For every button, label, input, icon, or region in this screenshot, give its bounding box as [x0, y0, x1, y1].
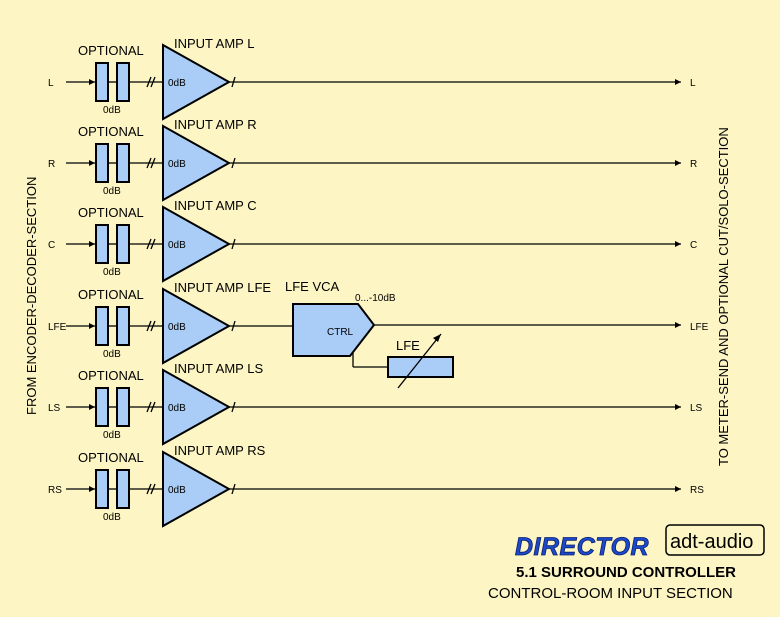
capacitor-plate-right	[116, 224, 130, 264]
amp-gain: 0dB	[168, 403, 186, 414]
capacitor-gain: 0dB	[103, 105, 121, 116]
capacitor-gain: 0dB	[103, 512, 121, 523]
amp-title: INPUT AMP LS	[174, 361, 263, 376]
amp-gain: 0dB	[168, 485, 186, 496]
optional-label: OPTIONAL	[78, 450, 144, 465]
amp-title: INPUT AMP R	[174, 117, 257, 132]
amp-title: INPUT AMP L	[174, 36, 254, 51]
pot-label: LFE	[396, 338, 420, 353]
pot-arrow-head	[433, 334, 441, 342]
output-label: RS	[690, 485, 704, 496]
lfe-potentiometer	[387, 356, 454, 378]
output-label: LS	[690, 403, 703, 414]
channel-row: LFE OPTIONAL 0dB INPUT AMP LFE 0dB LFE	[48, 280, 709, 365]
input-amplifier	[162, 450, 232, 528]
input-label: RS	[48, 485, 62, 496]
capacitor-gain: 0dB	[103, 186, 121, 197]
input-label: L	[48, 78, 54, 89]
pot-adjust-arrow	[397, 333, 442, 389]
optional-label: OPTIONAL	[78, 124, 144, 139]
section-title: CONTROL-ROOM INPUT SECTION	[488, 585, 733, 602]
input-amplifier	[162, 205, 232, 283]
channel-row: L OPTIONAL 0dB INPUT AMP L 0dB L	[48, 36, 696, 121]
capacitor-gain: 0dB	[103, 430, 121, 441]
channel-row: R OPTIONAL 0dB INPUT AMP R 0dB R	[48, 117, 697, 202]
optional-label: OPTIONAL	[78, 287, 144, 302]
vca-block	[292, 303, 376, 357]
output-label: C	[690, 240, 697, 251]
bus-slash	[150, 483, 156, 495]
product-subtitle: 5.1 SURROUND CONTROLLER	[516, 564, 736, 581]
branding: DIRECTOR adt-audio 5.1 SURROUND CONTROLL…	[488, 524, 765, 602]
capacitor-plate-left	[95, 143, 109, 183]
capacitor-plate-right	[116, 143, 130, 183]
channel-rows: L OPTIONAL 0dB INPUT AMP L 0dB L R OPTIONAL 0dB I…	[48, 36, 709, 528]
capacitor-plate-left	[95, 469, 109, 509]
bus-slash	[150, 157, 156, 169]
optional-label: OPTIONAL	[78, 205, 144, 220]
input-label: LS	[48, 403, 61, 414]
input-amplifier	[162, 43, 232, 121]
input-label: C	[48, 240, 55, 251]
optional-label: OPTIONAL	[78, 368, 144, 383]
optional-label: OPTIONAL	[78, 43, 144, 58]
input-amplifier	[162, 287, 232, 365]
vca-range: 0...-10dB	[355, 293, 396, 304]
channel-row: C OPTIONAL 0dB INPUT AMP C 0dB C	[48, 198, 697, 283]
amp-title: INPUT AMP RS	[174, 443, 266, 458]
capacitor-plate-left	[95, 387, 109, 427]
amp-gain: 0dB	[168, 78, 186, 89]
amp-gain: 0dB	[168, 240, 186, 251]
source-label: FROM ENCODER-DECODER-SECTION	[24, 177, 39, 415]
bus-slash	[150, 401, 156, 413]
capacitor-plate-left	[95, 224, 109, 264]
capacitor-plate-left	[95, 306, 109, 346]
bus-slash	[146, 483, 152, 495]
output-label: R	[690, 159, 697, 170]
capacitor-plate-right	[116, 306, 130, 346]
vca-ctrl-label: CTRL	[327, 327, 354, 338]
lfe-vca: LFE VCA 0...-10dB CTRL LFE	[285, 279, 454, 389]
capacitor-plate-right	[116, 387, 130, 427]
amp-gain: 0dB	[168, 159, 186, 170]
amp-title: INPUT AMP C	[174, 198, 257, 213]
vca-title: LFE VCA	[285, 279, 340, 294]
bus-slash	[146, 157, 152, 169]
amp-title: INPUT AMP LFE	[174, 280, 271, 295]
channel-row: LS OPTIONAL 0dB INPUT AMP LS 0dB LS	[48, 361, 703, 446]
bus-slash	[146, 76, 152, 88]
output-label: L	[690, 78, 696, 89]
destination-label: TO METER-SEND AND OPTIONAL CUT/SOLO-SECT…	[716, 127, 731, 466]
input-amplifier	[162, 368, 232, 446]
bus-slash	[146, 320, 152, 332]
capacitor-gain: 0dB	[103, 349, 121, 360]
output-label: LFE	[690, 322, 709, 333]
bus-slash	[146, 401, 152, 413]
input-amplifier	[162, 124, 232, 202]
amp-gain: 0dB	[168, 322, 186, 333]
maker-logo: adt-audio	[670, 531, 753, 553]
bus-slash	[146, 238, 152, 250]
capacitor-plate-right	[116, 62, 130, 102]
maker-logo-frame	[665, 524, 765, 556]
product-logo: DIRECTOR	[515, 533, 649, 561]
input-label: R	[48, 159, 55, 170]
bus-slash	[150, 238, 156, 250]
capacitor-gain: 0dB	[103, 267, 121, 278]
capacitor-plate-right	[116, 469, 130, 509]
bus-slash	[150, 320, 156, 332]
input-label: LFE	[48, 322, 67, 333]
capacitor-plate-left	[95, 62, 109, 102]
channel-row: RS OPTIONAL 0dB INPUT AMP RS 0dB RS	[48, 443, 704, 528]
bus-slash	[150, 76, 156, 88]
